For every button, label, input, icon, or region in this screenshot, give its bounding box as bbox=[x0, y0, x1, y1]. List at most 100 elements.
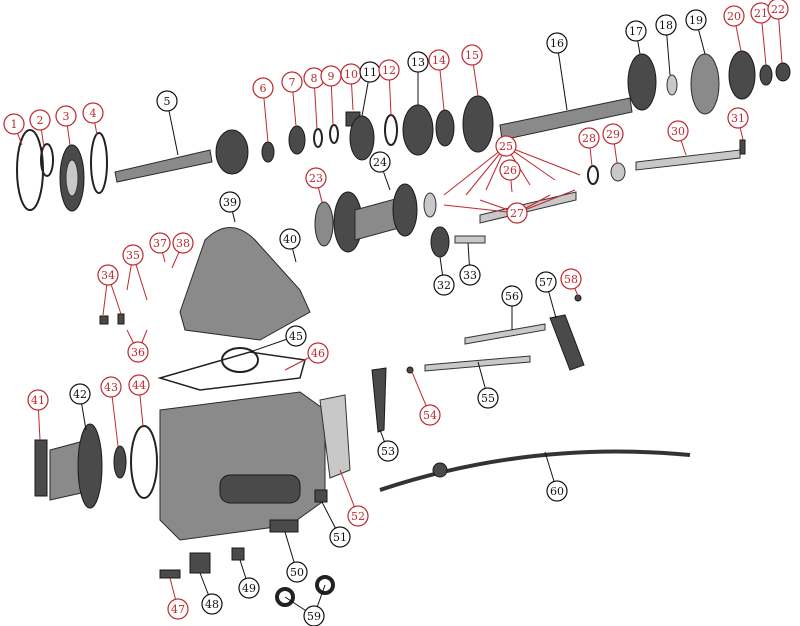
callout-circle bbox=[156, 90, 178, 112]
callout-circle bbox=[727, 107, 749, 129]
callout-number: 23 bbox=[309, 172, 323, 185]
callout-circle bbox=[578, 127, 600, 149]
leader-line-25 bbox=[443, 145, 507, 196]
callout-60: 60 bbox=[546, 480, 568, 502]
callout-25: 25 bbox=[495, 135, 517, 157]
callout-circle bbox=[602, 123, 624, 145]
callout-number: 37 bbox=[153, 237, 167, 250]
callout-15: 15 bbox=[461, 44, 483, 66]
part-seal-ring bbox=[315, 575, 335, 595]
part-ring-small bbox=[329, 124, 339, 144]
callout-6: 6 bbox=[252, 77, 274, 99]
callout-34: 34 bbox=[97, 264, 119, 286]
callout-number: 54 bbox=[423, 409, 437, 422]
callout-7: 7 bbox=[281, 71, 303, 93]
callout-number: 3 bbox=[63, 110, 70, 123]
callout-circle bbox=[97, 264, 119, 286]
callout-33: 33 bbox=[459, 264, 481, 286]
callout-number: 24 bbox=[373, 156, 387, 169]
callout-number: 55 bbox=[481, 392, 495, 405]
callout-circle bbox=[546, 32, 568, 54]
callout-number: 7 bbox=[289, 76, 296, 89]
part-snap-ring bbox=[384, 114, 398, 146]
part-shift-fork bbox=[371, 367, 387, 433]
callout-circle bbox=[219, 191, 241, 213]
callout-circle bbox=[167, 598, 189, 620]
part-synchro-hub bbox=[349, 115, 375, 161]
callout-35: 35 bbox=[122, 244, 144, 266]
callout-number: 57 bbox=[539, 276, 553, 289]
callout-19: 19 bbox=[685, 9, 707, 31]
callout-41: 41 bbox=[27, 389, 49, 411]
callout-number: 6 bbox=[260, 82, 267, 95]
leader-line-25 bbox=[505, 145, 581, 176]
callout-1: 1 bbox=[3, 113, 25, 135]
callout-44: 44 bbox=[128, 374, 150, 396]
callout-circle bbox=[252, 77, 274, 99]
callout-circle bbox=[27, 389, 49, 411]
part-shift-rail bbox=[424, 355, 531, 372]
part-bolts bbox=[34, 439, 48, 497]
callout-51: 51 bbox=[329, 526, 351, 548]
callout-number: 34 bbox=[101, 269, 115, 282]
callout-53: 53 bbox=[377, 440, 399, 462]
callout-32: 32 bbox=[433, 274, 455, 296]
callout-number: 35 bbox=[126, 249, 140, 262]
callout-number: 25 bbox=[499, 140, 513, 153]
callout-number: 20 bbox=[727, 10, 741, 23]
part-washer bbox=[759, 64, 773, 86]
part-plug bbox=[231, 547, 245, 561]
part-nut bbox=[775, 62, 791, 82]
callout-11: 11 bbox=[359, 61, 381, 83]
callout-circle bbox=[285, 325, 307, 347]
callout-circle bbox=[767, 0, 789, 20]
callout-38: 38 bbox=[172, 232, 194, 254]
callout-23: 23 bbox=[305, 167, 327, 189]
callout-number: 9 bbox=[328, 70, 335, 83]
callout-circle bbox=[377, 440, 399, 462]
part-oil-seal bbox=[113, 445, 127, 479]
callout-circle bbox=[560, 268, 582, 290]
part-low-gear bbox=[627, 53, 657, 111]
callout-number: 60 bbox=[550, 485, 564, 498]
callout-52: 52 bbox=[347, 505, 369, 527]
callout-circle bbox=[122, 244, 144, 266]
part-poppet bbox=[406, 366, 414, 374]
callout-number: 29 bbox=[606, 128, 620, 141]
callout-circle bbox=[69, 383, 91, 405]
part-plug bbox=[99, 315, 109, 325]
leader-line-27 bbox=[443, 204, 518, 214]
part-washer bbox=[587, 165, 599, 185]
callout-circle bbox=[172, 232, 194, 254]
part-lock-plate bbox=[739, 139, 746, 155]
callout-circle bbox=[279, 228, 301, 250]
part-main-shaft bbox=[114, 149, 213, 183]
part-cluster-gear bbox=[392, 183, 418, 237]
callout-10: 10 bbox=[340, 63, 362, 85]
callout-56: 56 bbox=[501, 285, 523, 307]
callout-13: 13 bbox=[407, 51, 429, 73]
callout-circle bbox=[127, 341, 149, 363]
callout-number: 28 bbox=[582, 132, 596, 145]
part-reverse-idler bbox=[430, 226, 450, 258]
part-gasket bbox=[157, 351, 306, 391]
callout-57: 57 bbox=[535, 271, 557, 293]
callout-circle bbox=[201, 593, 223, 615]
callout-46: 46 bbox=[307, 342, 329, 364]
callout-circle bbox=[477, 387, 499, 409]
part-bearing-inner bbox=[65, 159, 79, 197]
callout-4: 4 bbox=[82, 102, 104, 124]
callout-number: 26 bbox=[503, 164, 517, 177]
callout-number: 16 bbox=[550, 37, 564, 50]
callout-circle bbox=[461, 44, 483, 66]
callout-number: 11 bbox=[363, 66, 377, 79]
part-synchro-ring bbox=[288, 125, 306, 155]
part-ring-small bbox=[313, 128, 323, 148]
callout-number: 47 bbox=[171, 603, 185, 616]
callout-48: 48 bbox=[201, 593, 223, 615]
callout-circle bbox=[428, 49, 450, 71]
callout-number: 58 bbox=[564, 273, 578, 286]
callout-number: 2 bbox=[37, 114, 44, 127]
callout-number: 17 bbox=[629, 25, 643, 38]
